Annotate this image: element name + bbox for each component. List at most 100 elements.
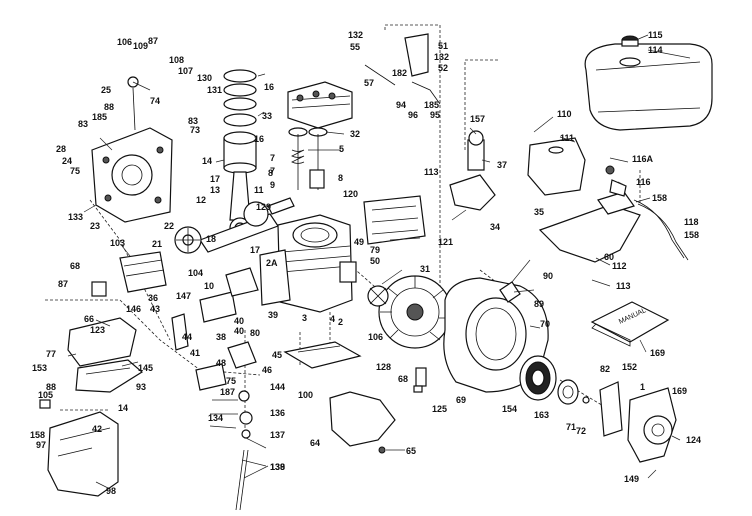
callout: 43	[150, 304, 160, 314]
callout: 89	[534, 299, 544, 309]
callout: 111	[560, 133, 574, 143]
callout: 31	[420, 264, 430, 274]
callout: 88	[104, 102, 114, 112]
callout: 88	[46, 382, 56, 392]
callout: 13	[210, 185, 220, 195]
callout: 36	[148, 293, 158, 303]
callout: 80	[250, 328, 260, 338]
callout: 71	[566, 422, 576, 432]
callout: 33	[262, 111, 272, 121]
callout: 2	[338, 317, 343, 327]
blower-housing	[443, 277, 549, 393]
callout: 169	[650, 348, 665, 358]
callout: 97	[36, 440, 46, 450]
callout: 82	[600, 364, 610, 374]
callout: 120	[343, 189, 358, 199]
callout: 72	[576, 426, 586, 436]
callout: 105	[38, 390, 53, 400]
callout: 68	[398, 374, 408, 384]
callout: 17	[250, 245, 260, 255]
callout: 185	[424, 100, 439, 110]
callout: 8	[268, 168, 273, 178]
flywheel	[378, 275, 452, 349]
callout: 46	[262, 365, 272, 375]
cylinder-head	[287, 81, 353, 129]
callout: 57	[364, 78, 374, 88]
callout: 112	[612, 261, 627, 271]
callout: 34	[490, 222, 500, 232]
callout: 187	[220, 387, 235, 397]
callout: 113	[616, 281, 631, 291]
callout: 18	[206, 234, 216, 244]
fuel-tank-bracket	[527, 137, 689, 263]
callout: 158	[684, 230, 699, 240]
callout: 11	[254, 185, 264, 195]
callout: 103	[110, 238, 125, 248]
callout: 185	[92, 112, 107, 122]
callout: 124	[686, 435, 701, 445]
callout: 60	[604, 252, 614, 262]
callout: 90	[543, 271, 553, 281]
callout: 40	[234, 326, 244, 336]
callout: 110	[557, 109, 572, 119]
callout: 107	[178, 66, 193, 76]
callout: 38	[216, 332, 226, 342]
callout: 182	[392, 68, 407, 78]
starter-cup	[367, 285, 389, 307]
base-plate	[283, 341, 362, 369]
starter-pulley	[519, 355, 557, 401]
callout: 146	[126, 304, 141, 314]
callout: 123	[90, 325, 105, 335]
callout: 79	[370, 245, 380, 255]
callout: 125	[432, 404, 447, 414]
callout: 65	[406, 446, 416, 456]
callout: 136	[270, 408, 285, 418]
callout: 40	[234, 316, 244, 326]
camshaft-gear	[174, 226, 202, 254]
callout: 121	[438, 237, 453, 247]
callout: 7	[270, 166, 275, 176]
callout: 144	[270, 382, 285, 392]
callout: 106	[117, 37, 132, 47]
callout: 75	[226, 376, 236, 386]
callout: 145	[138, 363, 153, 373]
callout: 149	[624, 474, 639, 484]
callout: 152	[622, 362, 637, 372]
callout: 100	[298, 390, 313, 400]
callout: 163	[534, 410, 549, 420]
callout: 10	[204, 281, 214, 291]
callout: 139	[270, 462, 285, 472]
callout: 14	[118, 403, 128, 413]
owners-manual: MANUAL	[590, 301, 670, 347]
callout: 25	[101, 85, 111, 95]
callout: 157	[470, 114, 485, 124]
callout: 130	[197, 73, 212, 83]
callout: 137	[270, 430, 285, 440]
callout: 4	[330, 314, 335, 324]
callout: 87	[148, 36, 158, 46]
callout: 22	[164, 221, 174, 231]
callout: 132	[348, 30, 363, 40]
callout: 128	[376, 362, 391, 372]
callout: 132	[434, 52, 449, 62]
callout: 116	[636, 177, 651, 187]
callout: 55	[350, 42, 360, 52]
callout: 5	[339, 144, 344, 154]
callout: 104	[188, 268, 203, 278]
callout: 2A	[266, 258, 278, 268]
callout: 106	[368, 332, 383, 342]
callout: 16	[254, 134, 264, 144]
starter-assembly	[599, 381, 677, 463]
callout: 83	[78, 119, 88, 129]
callout: 35	[534, 207, 544, 217]
callout: 14	[202, 156, 212, 166]
small-hardware	[363, 195, 590, 454]
callout: 45	[272, 350, 282, 360]
callout: 16	[264, 82, 274, 92]
callout: 154	[502, 404, 517, 414]
callout: 158	[30, 430, 45, 440]
callout: 73	[190, 125, 200, 135]
callout: 23	[90, 221, 100, 231]
crankcase-cover	[91, 127, 173, 223]
